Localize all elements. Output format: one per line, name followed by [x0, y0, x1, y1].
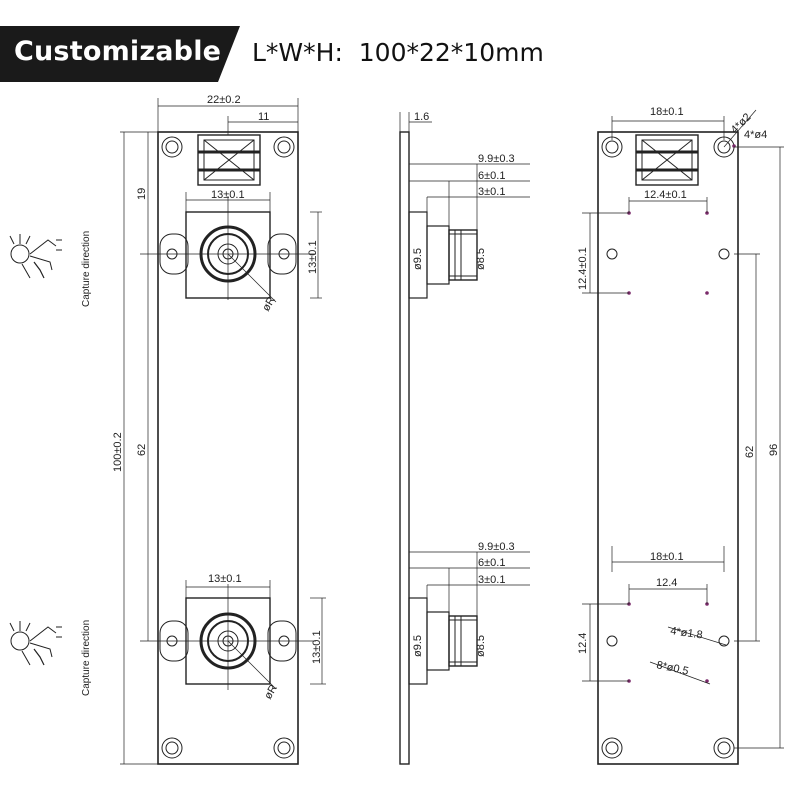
side-top-d3: 3±0.1	[478, 186, 505, 198]
back-board-outline	[597, 131, 739, 765]
front-dimension-lines	[120, 98, 326, 765]
back-top-width: 18±0.1	[650, 106, 684, 118]
side-board-thickness: 1.6	[414, 111, 429, 123]
back-conn-dim: 12.4±0.1	[644, 189, 687, 201]
front-lens-bottom	[140, 584, 316, 690]
side-bottom-d2: 6±0.1	[478, 557, 505, 569]
side-bottom-dia-outer: ø9.5	[412, 635, 424, 657]
back-mount-holes-label: 4*ø1.8	[670, 625, 704, 641]
lens-top-height: 13±0.1	[307, 240, 319, 274]
back-lens-holes	[606, 248, 730, 647]
side-bottom-d1: 9.9±0.3	[478, 541, 515, 553]
spec-label: L*W*H:	[252, 38, 343, 67]
front-overall-length: 100±0.2	[112, 432, 124, 472]
back-dimension-lines	[582, 109, 784, 749]
dimension-labels: 22±0.2 11 19 100±0.2 62 13±0.1 13±0.1 øR…	[81, 94, 780, 702]
front-mount-holes	[161, 136, 295, 759]
back-bottom-width: 18±0.1	[650, 551, 684, 563]
back-connector	[635, 134, 699, 186]
front-width-dim: 22±0.2	[207, 94, 241, 106]
side-view	[399, 112, 530, 765]
lens-top-width: 13±0.1	[211, 189, 245, 201]
back-vert-dim-top: 12.4±0.1	[577, 247, 589, 290]
lens-bottom-radius: øR	[262, 683, 280, 702]
front-offset-dim: 11	[258, 111, 269, 123]
customizable-badge: Customizable	[0, 26, 248, 82]
badge-label: Customizable	[14, 36, 222, 67]
side-top-d2: 6±0.1	[478, 170, 505, 182]
front-view	[9, 98, 326, 765]
back-pad-dots	[627, 144, 736, 683]
capture-icon-top	[9, 234, 62, 279]
side-top-dia-outer: ø9.5	[412, 248, 424, 270]
spec-value: 100*22*10mm	[358, 38, 544, 67]
header: Customizable L*W*H: 100*22*10mm	[0, 0, 800, 100]
side-top-dia-inner: ø8.5	[475, 248, 487, 270]
badge-background	[0, 26, 240, 82]
side-board-outline	[399, 131, 410, 765]
lens-bottom-width: 13±0.1	[208, 573, 242, 585]
capture-direction-bottom: Capture direction	[81, 620, 92, 696]
side-dimension-lines	[399, 112, 530, 616]
front-connector-height: 19	[136, 188, 148, 200]
capture-icon-bottom	[9, 621, 62, 666]
lens-bottom-height: 13±0.1	[311, 630, 323, 664]
capture-direction-top: Capture direction	[81, 231, 92, 307]
back-bottom-dim-h: 12.4	[656, 577, 677, 589]
back-hole-large: 4*ø4	[744, 129, 767, 141]
side-bottom-d3: 3±0.1	[478, 574, 505, 586]
front-lens-top	[140, 196, 316, 303]
back-hole-spacing: 96	[768, 444, 780, 456]
side-bottom-dia-inner: ø8.5	[475, 635, 487, 657]
front-lens-spacing: 62	[136, 444, 148, 456]
dimension-spec: L*W*H: 100*22*10mm	[252, 38, 544, 67]
side-lens-top	[408, 211, 478, 299]
back-bottom-dim-v: 12.4	[577, 633, 589, 654]
side-top-d1: 9.9±0.3	[478, 153, 515, 165]
front-connector	[197, 134, 261, 186]
back-pad-holes-label: 8*ø0.5	[655, 659, 689, 677]
back-lens-spacing: 62	[744, 446, 756, 458]
side-lens-bottom	[408, 597, 478, 685]
back-view	[582, 109, 784, 765]
